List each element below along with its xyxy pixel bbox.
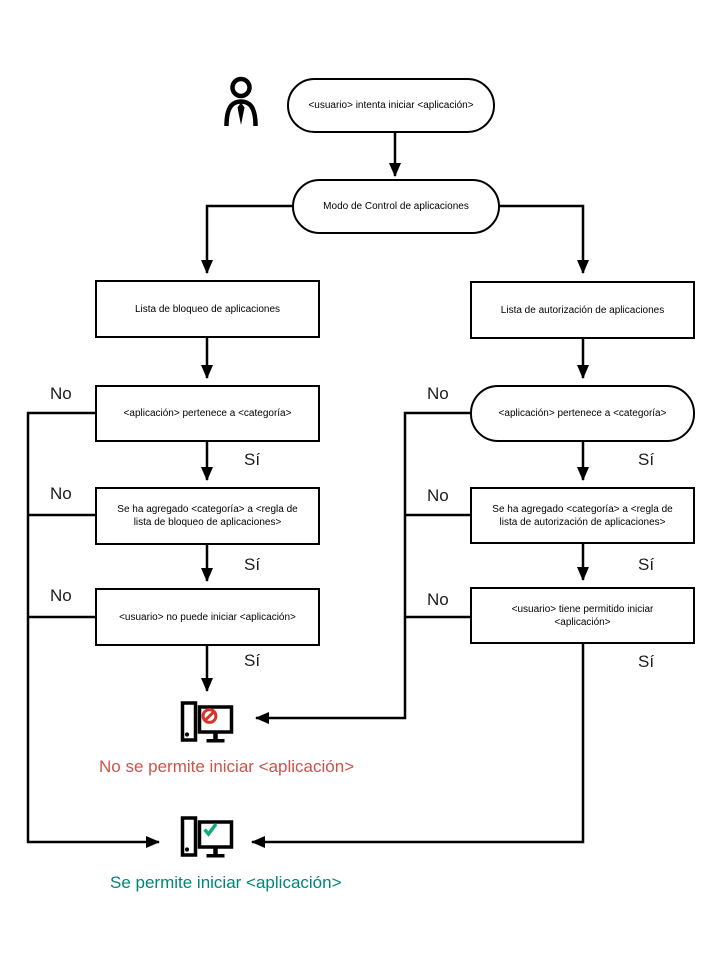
edge-label-yes-allow-rule: Sí [638,555,655,574]
check-mark-icon [203,822,218,837]
edge-allowresult-yes [251,644,585,848]
node-deny-rule: Se ha agregado <categoría> a <regla de l… [95,487,320,545]
node-mode: Modo de Control de aplicaciones [292,179,500,234]
edge-right-no-trunk [255,411,470,724]
edge-label-no-deny-result: No [50,586,72,605]
computer-allowed-icon [180,816,234,858]
edge-left-no-trunk [26,411,160,848]
edge-label-no-deny-category: No [50,384,72,403]
tower-led-dot [184,732,190,737]
edge-label-no-allow-rule: No [427,486,449,505]
allowed-outcome-text: Se permite iniciar <aplicación> [110,873,342,892]
prohibition-sign-icon [201,708,218,724]
edge-mode-to-denylist [201,204,292,274]
edge-label-yes-deny-category: Sí [244,450,261,469]
edge-label-yes-deny-result: Sí [244,651,261,670]
edge-label-no-allow-result: No [427,590,449,609]
edge-mode-to-allowlist [499,204,589,274]
node-deny-category: <aplicación> pertenece a <categoría> [95,385,320,442]
edge-label-no-allow-category: No [427,384,449,403]
node-allow-rule: Se ha agregado <categoría> a <regla de l… [470,487,695,544]
computer-blocked-icon [180,701,234,743]
edge-label-yes-allow-result: Sí [638,652,655,671]
node-denylist: Lista de bloqueo de aplicaciones [95,280,320,338]
node-allow-result: <usuario> tiene permitido iniciar <aplic… [470,587,695,644]
node-allow-category: <aplicación> pertenece a <categoría> [470,385,695,442]
edge-label-yes-allow-category: Sí [638,450,655,469]
edge-label-no-deny-rule: No [50,484,72,503]
tower-led-dot [184,847,190,852]
person-icon [224,76,258,127]
node-allowlist: Lista de autorización de aplicaciones [470,281,695,339]
blocked-outcome-text: No se permite iniciar <aplicación> [99,757,355,776]
node-start: <usuario> intenta iniciar <aplicación> [287,78,495,133]
edge-label-yes-deny-rule: Sí [244,555,261,574]
node-deny-result: <usuario> no puede iniciar <aplicación> [95,588,320,646]
